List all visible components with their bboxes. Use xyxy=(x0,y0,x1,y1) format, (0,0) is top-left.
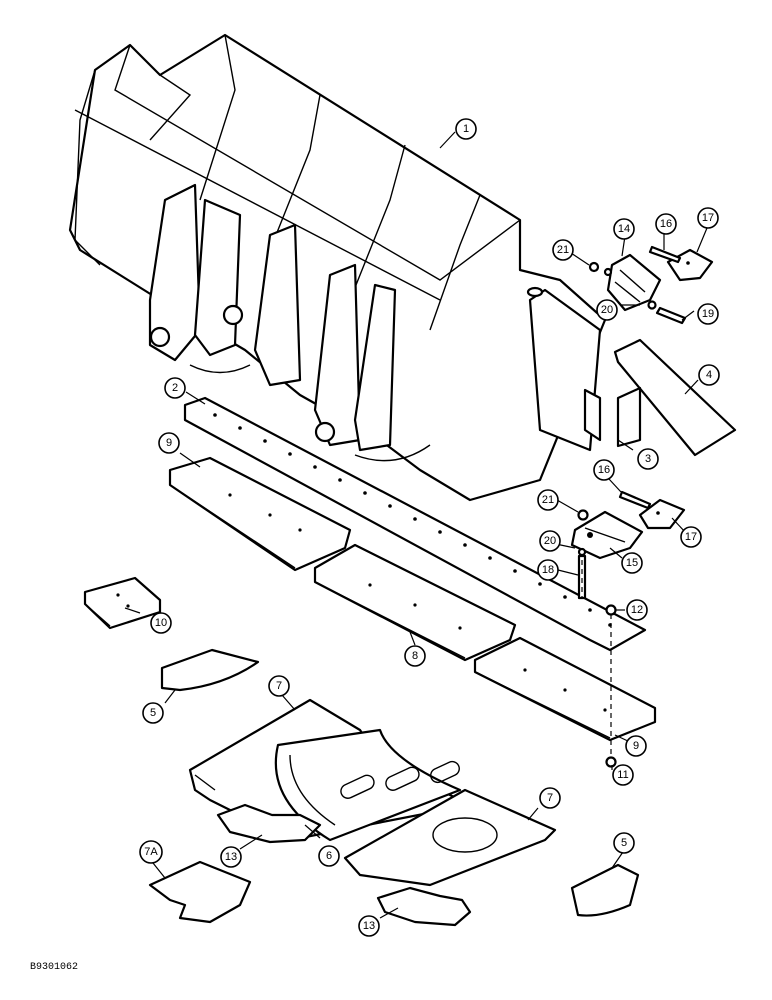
wear-pad xyxy=(83,576,162,630)
insert-right xyxy=(376,886,472,927)
callout-2: 2 xyxy=(164,377,186,399)
svg-text:13: 13 xyxy=(225,851,237,863)
end-bit xyxy=(616,386,642,448)
svg-text:5: 5 xyxy=(150,707,156,719)
tooth-adapter-lower xyxy=(570,510,644,560)
callout-9-lower: 9 xyxy=(625,735,647,757)
svg-text:16: 16 xyxy=(598,464,610,476)
svg-text:16: 16 xyxy=(660,218,672,230)
svg-text:13: 13 xyxy=(363,920,375,932)
callout-13-left: 13 xyxy=(220,846,242,868)
svg-text:17: 17 xyxy=(685,531,697,543)
svg-text:18: 18 xyxy=(542,564,554,576)
svg-text:9: 9 xyxy=(633,740,639,752)
callout-3: 3 xyxy=(637,448,659,470)
callout-10: 10 xyxy=(150,612,172,634)
callout-18: 18 xyxy=(537,559,559,581)
callout-16-upper: 16 xyxy=(655,213,677,235)
pin-lower xyxy=(618,490,652,510)
svg-text:7A: 7A xyxy=(144,846,158,858)
svg-text:20: 20 xyxy=(601,304,613,316)
cutting-edge xyxy=(183,396,647,652)
svg-text:6: 6 xyxy=(326,850,332,862)
callout-1: 1 xyxy=(455,118,477,140)
svg-text:5: 5 xyxy=(621,837,627,849)
callout-7a: 7A xyxy=(139,840,163,864)
hardware-upper xyxy=(588,261,687,325)
tooth-tip-upper xyxy=(666,248,714,282)
edge-segment-left xyxy=(168,456,352,572)
skid-shoe-left xyxy=(160,648,260,692)
floor-liner-right xyxy=(343,788,557,887)
callout-17-lower: 17 xyxy=(680,526,702,548)
wear-strip xyxy=(613,338,737,457)
svg-text:11: 11 xyxy=(617,769,628,781)
callout-16-lower: 16 xyxy=(593,459,615,481)
svg-text:20: 20 xyxy=(544,535,556,547)
svg-text:10: 10 xyxy=(155,617,167,629)
svg-text:21: 21 xyxy=(542,494,554,506)
callout-11: 11 xyxy=(612,764,634,786)
edge-segment-right xyxy=(473,636,657,742)
svg-text:17: 17 xyxy=(702,212,714,224)
callout-6: 6 xyxy=(318,845,340,867)
svg-text:9: 9 xyxy=(166,437,172,449)
svg-text:3: 3 xyxy=(645,453,651,465)
callout-5-left: 5 xyxy=(142,702,164,724)
svg-text:4: 4 xyxy=(706,369,712,381)
skid-shoe-right xyxy=(570,863,640,917)
liner-insert-7a xyxy=(148,860,252,924)
bucket xyxy=(68,33,607,502)
svg-text:19: 19 xyxy=(702,308,714,320)
svg-text:14: 14 xyxy=(618,223,630,235)
callout-7-left: 7 xyxy=(268,675,290,697)
document-id: B9301062 xyxy=(30,962,79,973)
callout-8: 8 xyxy=(404,645,426,667)
callout-14: 14 xyxy=(613,218,635,240)
svg-text:7: 7 xyxy=(547,792,553,804)
callout-19: 19 xyxy=(697,303,719,325)
insert-left xyxy=(216,803,322,844)
callout-20-lower: 20 xyxy=(539,530,561,552)
edge-segment-middle xyxy=(313,543,517,662)
pin-upper xyxy=(648,245,682,264)
svg-text:15: 15 xyxy=(626,557,638,569)
tooth-tip-lower xyxy=(638,498,686,530)
callout-5-right: 5 xyxy=(613,832,635,854)
callout-15: 15 xyxy=(621,552,643,574)
svg-text:2: 2 xyxy=(172,382,178,394)
callout-9-upper: 9 xyxy=(158,432,180,454)
callout-4: 4 xyxy=(698,364,720,386)
svg-text:21: 21 xyxy=(557,244,569,256)
callout-21-upper: 21 xyxy=(552,239,574,261)
callout-13-right: 13 xyxy=(358,915,380,937)
callout-7-right: 7 xyxy=(539,787,561,809)
curved-liner xyxy=(274,728,462,842)
callout-21-lower: 21 xyxy=(537,489,559,511)
svg-text:12: 12 xyxy=(631,604,643,616)
tooth-adapter-upper xyxy=(606,253,662,312)
svg-text:8: 8 xyxy=(412,650,418,662)
svg-text:1: 1 xyxy=(463,123,469,135)
callout-17-upper: 17 xyxy=(697,207,719,229)
callout-20-upper: 20 xyxy=(596,299,618,321)
callout-12: 12 xyxy=(626,599,648,621)
svg-text:7: 7 xyxy=(276,680,282,692)
